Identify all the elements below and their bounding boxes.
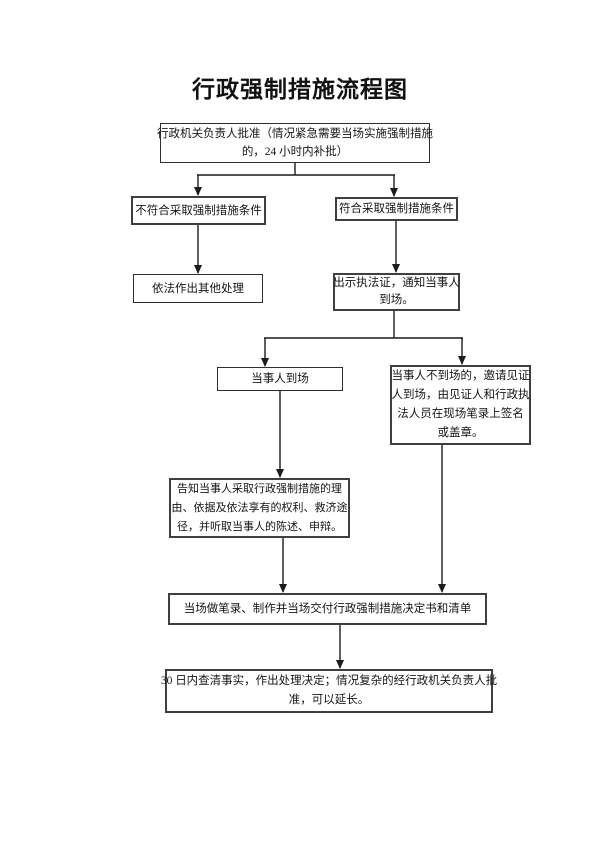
node-text-line: 行政机关负责人批准（情况紧急需要当场实施强制措施 [157,128,433,140]
flow-node-party-present: 当事人到场 [217,367,343,391]
node-text-line: 依法作出其他处理 [152,282,244,295]
flow-node-show-certificate: 出示执法证，通知当事人 到场。 [333,273,460,311]
node-text-line: 径，并听取当事人的陈述、申辩。 [177,520,342,533]
flow-node-other-handling: 依法作出其他处理 [133,274,263,303]
node-text-line: 准，可以延长。 [288,694,370,706]
node-text-line: 或盖章。 [437,427,484,439]
node-text-line: 到场。 [379,294,414,306]
node-text-line: 符合采取强制措施条件 [339,203,454,215]
node-text-line: 的，24 小时内补批） [241,146,349,158]
page-title: 行政强制措施流程图 [192,76,408,102]
node-text-line: 当场做笔录、制作并当场交付行政强制措施决定书和清单 [183,603,472,615]
flow-node-party-absent: 当事人不到场的，邀请见证 人到场，由见证人和行政执 法人员在现场笔录上签名 或盖… [390,365,531,445]
node-text-line: 不符合采取强制措施条件 [135,204,262,217]
flow-node-meet-conditions: 符合采取强制措施条件 [335,197,458,221]
node-text-line: 告知当事人采取行政强制措施的理 [177,482,342,495]
node-text-line: 当事人到场 [251,373,309,385]
node-text-line: 法人员在现场笔录上签名 [397,408,524,420]
flow-node-inform-rights: 告知当事人采取行政强制措施的理 由、依据及依法享有的权利、救济途 径，并听取当事… [169,478,350,538]
flow-node-approval: 行政机关负责人批准（情况紧急需要当场实施强制措施 的，24 小时内补批） [157,123,433,163]
node-text-line: 30 日内查清事实，作出处理决定；情况复杂的经行政机关负责人批 [160,675,498,687]
node-text-line: 当事人不到场的，邀请见证 [391,370,530,382]
node-text-line: 人到场，由见证人和行政执 [391,389,530,401]
flow-node-final-decision: 30 日内查清事实，作出处理决定；情况复杂的经行政机关负责人批 准，可以延长。 [161,669,497,713]
flow-node-not-meet-conditions: 不符合采取强制措施条件 [131,196,266,225]
node-text-line: 出示执法证，通知当事人 [333,277,460,289]
node-text-line: 由、依据及依法享有的权利、救济途 [171,501,348,514]
flow-node-make-record: 当场做笔录、制作并当场交付行政强制措施决定书和清单 [168,593,487,625]
